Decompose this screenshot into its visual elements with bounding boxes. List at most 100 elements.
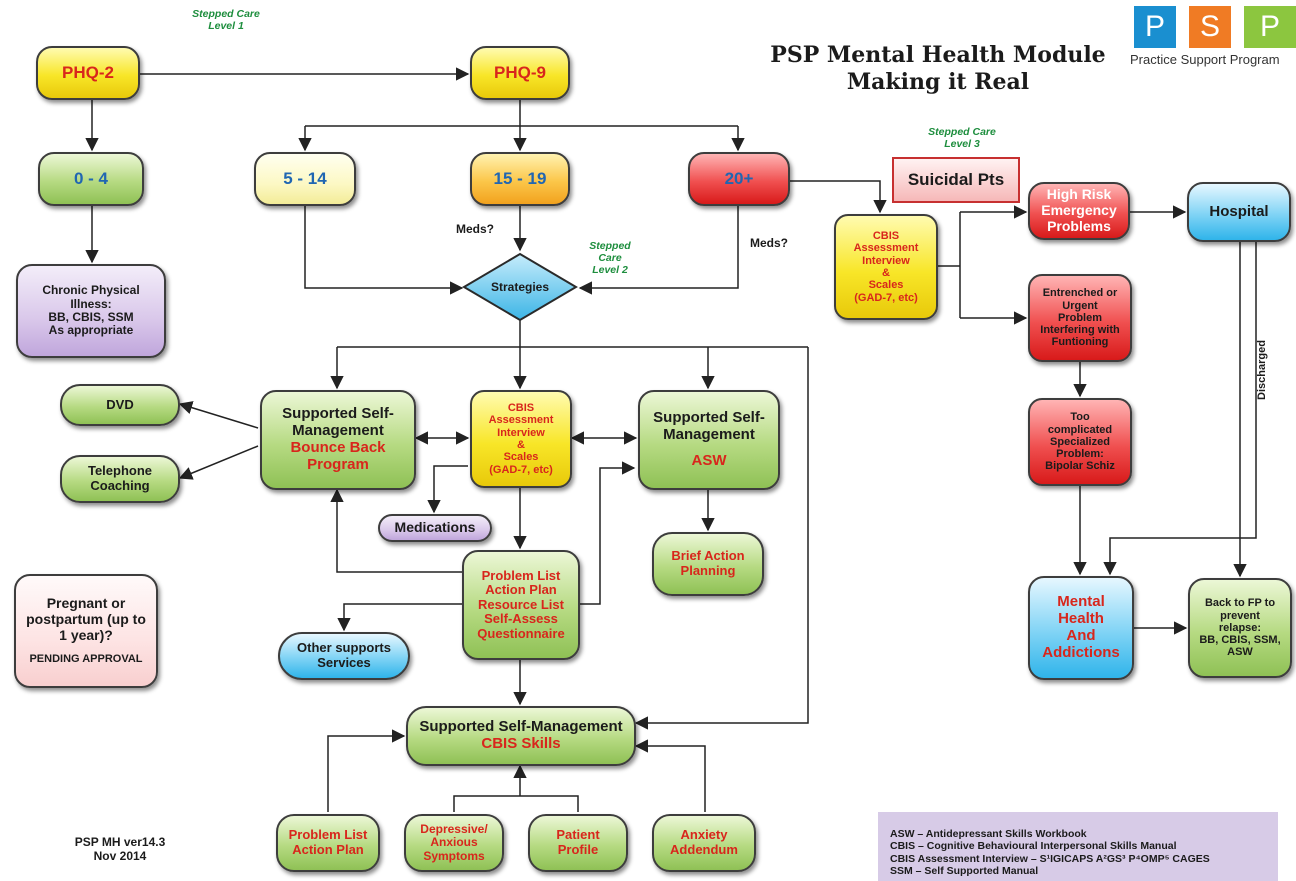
back-to-fp-line: ASW (1227, 646, 1253, 659)
ssm-cbis-sub: CBIS Skills (481, 735, 561, 752)
edge-branch-ssm-cbis (634, 347, 809, 730)
ssm-asw-title-line: Supported Self- (653, 408, 765, 426)
other-supports-box: Other supports Services (278, 632, 410, 680)
range-0-4-box: 0 - 4 (38, 152, 144, 206)
edge-bottom-branch (453, 766, 579, 812)
ssm-bounce-title-line: Management (292, 422, 384, 440)
high-risk-line: Problems (1047, 217, 1111, 234)
cbis-center-box: CBIS Assessment Interview & Scales (GAD-… (470, 390, 572, 488)
logo-letter-s: S (1189, 6, 1231, 48)
phq2-label: PHQ-2 (62, 63, 114, 83)
abbreviation-legend: ASW – Antidepressant Skills Workbook CBI… (878, 812, 1278, 881)
edge-problem-list-ssm-bounce (330, 488, 462, 573)
depressive-line: Anxious (430, 835, 478, 850)
ssm-bounce-sub-line: Bounce Back (290, 439, 386, 456)
anxiety-line: Addendum (670, 842, 738, 857)
cbis-right-line: Scales (868, 279, 904, 292)
too-complicated-line: complicated (1047, 423, 1113, 436)
depressive-line: Depressive/ (420, 821, 488, 836)
problem-list-line: Problem List (481, 567, 561, 583)
high-risk-line: Emergency (1041, 202, 1117, 219)
suicidal-label: Suicidal Pts (907, 170, 1005, 189)
edge-problem-list-other-supports (337, 603, 462, 632)
version-footer: PSP MH ver14.3 Nov 2014 (40, 835, 200, 864)
medications-label: Medications (394, 519, 476, 536)
problem-list-line: Self-Assess (484, 611, 558, 627)
depressive-line: Symptoms (423, 848, 485, 863)
range-5-14-box: 5 - 14 (254, 152, 356, 206)
title-line-1: PSP Mental Health Module (770, 42, 1106, 68)
chronic-line: BB, CBIS, SSM (48, 310, 134, 324)
telephone-line: Telephone (87, 463, 153, 479)
range-0-4-label: 0 - 4 (73, 169, 109, 189)
problem-list-line: Resource List (478, 596, 564, 612)
chronic-line: Illness: (70, 296, 112, 311)
meds-label-right: Meds? (750, 236, 789, 250)
logo-letter-p1: P (1134, 6, 1176, 48)
high-risk-box: High Risk Emergency Problems (1028, 182, 1130, 240)
entrenched-line: Funtioning (1051, 336, 1109, 349)
other-supports-line: Other supports (297, 640, 391, 656)
stepped-care-line: Level 1 (208, 20, 244, 33)
range-20-box: 20+ (688, 152, 790, 206)
mha-line: Health (1058, 610, 1104, 628)
hospital-label: Hospital (1209, 202, 1269, 220)
entrenched-line: Problem (1057, 311, 1102, 324)
problem-list-line: Action Plan (485, 582, 557, 598)
stepped-care-level-2: Stepped Care Level 2 (580, 240, 640, 276)
mha-line: And (1066, 627, 1096, 644)
stepped-care-level-3: Stepped Care Level 3 (912, 126, 1012, 150)
footer-line: Nov 2014 (93, 848, 147, 863)
edge-ssm-bounce-telephone (178, 445, 259, 480)
cbis-right-line: Interview (862, 254, 910, 267)
cbis-center-line: Interview (497, 426, 545, 439)
entrenched-line: Entrenched or (1042, 287, 1118, 300)
range-15-19-label: 15 - 19 (493, 169, 547, 189)
chronic-line: As appropriate (48, 323, 134, 338)
logo-caption: Practice Support Program (1130, 52, 1280, 67)
pregnant-line: Pregnant or (46, 595, 126, 612)
discharged-label: Discharged (1256, 340, 1268, 400)
dvd-label: DVD (106, 396, 134, 412)
ssm-asw-box: Supported Self- Management ASW (638, 390, 780, 490)
patient-profile-line: Profile (557, 842, 599, 857)
other-supports-line: Services (317, 655, 371, 670)
chronic-line: Chronic Physical (42, 283, 140, 298)
mental-health-box: Mental Health And Addictions (1028, 576, 1134, 680)
back-to-fp-line: prevent (1220, 609, 1260, 622)
entrenched-line: Urgent (1062, 299, 1098, 312)
phq9-label: PHQ-9 (494, 63, 546, 83)
legend-line: ASW – Antidepressant Skills Workbook (890, 828, 1087, 840)
stepped-care-line: Level 2 (592, 264, 628, 277)
telephone-coaching-box: Telephone Coaching (60, 455, 180, 503)
edge-phq9-branch (305, 100, 738, 127)
entrenched-box: Entrenched or Urgent Problem Interfering… (1028, 274, 1132, 362)
cbis-right-line: CBIS (872, 230, 900, 243)
depressive-symptoms-box: Depressive/ Anxious Symptoms (404, 814, 504, 872)
anxiety-addendum-box: Anxiety Addendum (652, 814, 756, 872)
brief-action-line: Brief Action (671, 548, 745, 564)
stepped-care-line: Care (598, 252, 622, 265)
pregnant-box: Pregnant or postpartum (up to 1 year)? P… (14, 574, 158, 688)
ssm-asw-title-line: Management (663, 425, 755, 443)
logo-letter-p2: P (1244, 6, 1296, 48)
back-to-fp-line: Back to FP to (1204, 597, 1276, 610)
stepped-care-line: Level 3 (944, 138, 980, 151)
edge-ssm-bounce-dvd (178, 401, 259, 429)
ssm-cbis-title: Supported Self-Management (419, 718, 623, 736)
stepped-care-line: Stepped (589, 240, 631, 252)
footer-line: PSP MH ver14.3 (74, 835, 166, 849)
pl-action-plan-box: Problem List Action Plan (276, 814, 380, 872)
stepped-care-level-1: Stepped Care Level 1 (176, 8, 276, 32)
problem-list-box: Problem List Action Plan Resource List S… (462, 550, 580, 660)
legend-line: CBIS Assessment Interview – S¹IGICAPS A²… (890, 852, 1210, 865)
range-5-14-label: 5 - 14 (283, 169, 327, 189)
legend-line: SSM – Self Supported Manual (890, 865, 1039, 878)
cbis-center-line: (GAD-7, etc) (489, 463, 553, 476)
mha-line: Mental (1057, 593, 1105, 611)
back-to-fp-line: relapse: (1218, 621, 1262, 634)
brief-action-box: Brief Action Planning (652, 532, 764, 596)
range-15-19-box: 15 - 19 (470, 152, 570, 206)
too-complicated-line: Problem: (1056, 448, 1104, 461)
too-complicated-line: Bipolar Schiz (1045, 460, 1115, 473)
